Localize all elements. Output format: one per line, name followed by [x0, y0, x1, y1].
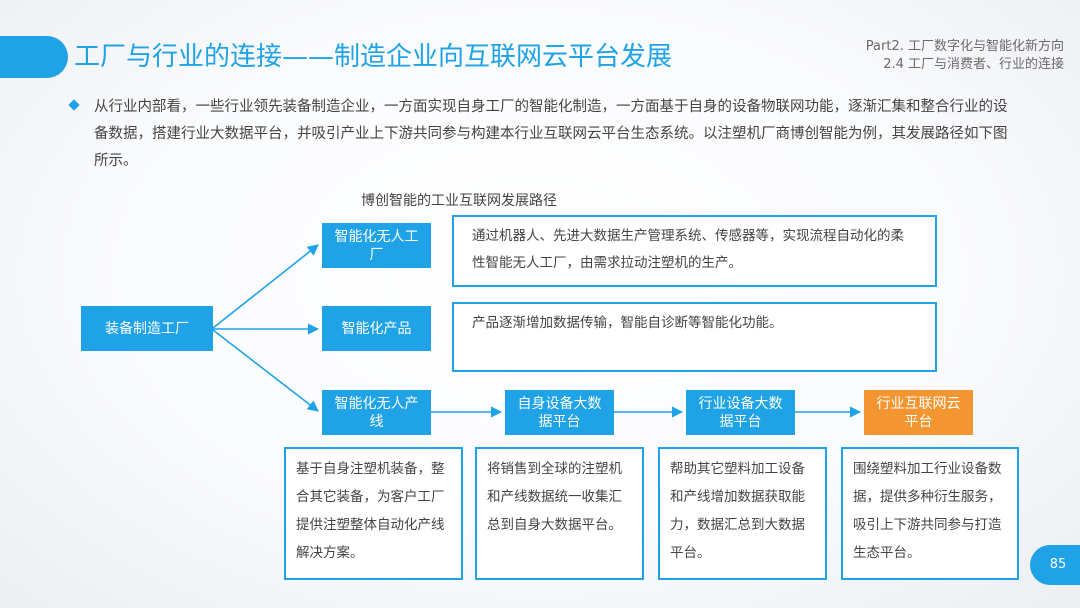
page-number: 85: [1030, 545, 1080, 585]
desc-branch1: 通过机器人、先进大数据生产管理系统、传感器等，实现流程自动化的柔性智能无人工厂，…: [452, 215, 937, 287]
section-indicator: Part2. 工厂数字化与智能化新方向 2.4 工厂与消费者、行业的连接: [866, 38, 1064, 74]
section-label: 2.4 工厂与消费者、行业的连接: [883, 57, 1064, 72]
node-branch2: 智能化产品: [322, 306, 431, 351]
node-branch1: 智能化无人工厂: [322, 223, 431, 268]
title-accent-bar: [0, 36, 68, 78]
node-step4: 行业互联网云平台: [864, 390, 973, 435]
arrow-root-to-branch1: [212, 244, 319, 329]
node-branch3: 智能化无人产线: [322, 390, 431, 435]
desc-branch2: 产品逐渐增加数据传输，智能自诊断等智能化功能。: [452, 302, 937, 372]
node-step3: 行业设备大数据平台: [686, 390, 795, 435]
diagram-title: 博创智能的工业互联网发展路径: [361, 193, 557, 209]
part-label: Part2. 工厂数字化与智能化新方向: [865, 39, 1064, 54]
desc-col3: 帮助其它塑料加工设备和产线增加数据获取能力，数据汇总到大数据平台。: [658, 447, 827, 580]
node-step2: 自身设备大数据平台: [505, 390, 614, 435]
intro-paragraph: 从行业内部看，一些行业领先装备制造企业，一方面实现自身工厂的智能化制造，一方面基…: [94, 99, 1008, 169]
page-title: 工厂与行业的连接——制造企业向互联网云平台发展: [74, 42, 673, 72]
desc-col4: 围绕塑料加工行业设备数据，提供多种衍生服务，吸引上下游共同参与打造生态平台。: [841, 447, 1019, 580]
desc-col1: 基于自身注塑机装备，整合其它装备，为客户工厂提供注塑整体自动化产线解决方案。: [284, 447, 463, 580]
desc-col2: 将销售到全球的注塑机和产线数据统一收集汇总到自身大数据平台。: [475, 447, 644, 580]
node-root: 装备制造工厂: [81, 306, 213, 351]
arrow-root-to-branch3: [212, 329, 319, 412]
